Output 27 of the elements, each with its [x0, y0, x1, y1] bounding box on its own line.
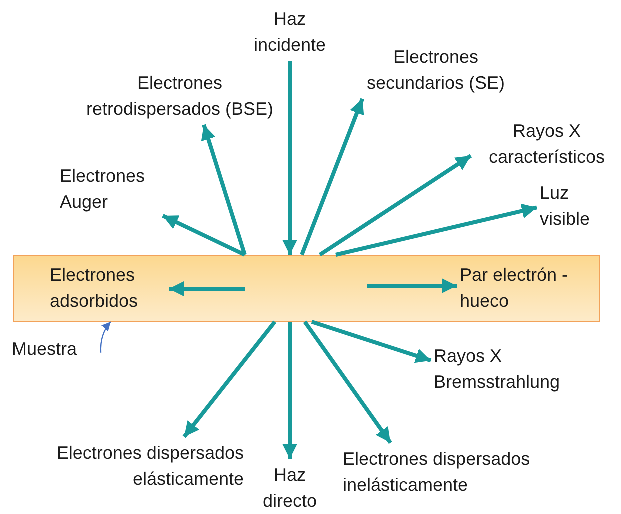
arrow	[282, 61, 298, 255]
node-label: Haz incidente	[248, 6, 332, 58]
node-label: Rayos X característicos	[474, 118, 620, 170]
node-label: Electrones dispersados elásticamente	[4, 440, 244, 492]
node-label: Rayos X Bremsstrahlung	[434, 343, 604, 395]
leader-line	[100, 322, 112, 353]
node-label: Haz directo	[262, 462, 318, 514]
node-label: Electrones secundarios (SE)	[346, 44, 526, 96]
node-label: Electrones dispersados inelásticamente	[343, 446, 583, 498]
arrow	[282, 322, 298, 459]
arrow	[318, 154, 472, 257]
arrow	[201, 124, 247, 256]
arrow	[182, 320, 277, 438]
node-label: Par electrón - hueco	[460, 262, 600, 314]
node-label: Luz visible	[540, 180, 610, 232]
arrow	[303, 320, 392, 444]
sample-bar	[13, 255, 600, 322]
arrow	[300, 98, 364, 256]
arrow	[162, 214, 246, 257]
arrow	[169, 282, 245, 296]
arrow	[367, 278, 457, 294]
arrow	[311, 320, 432, 364]
node-label: Electrones Auger	[60, 163, 160, 215]
node-label: Electrones adsorbidos	[50, 262, 166, 314]
node-label: Muestra	[12, 336, 98, 362]
arrow	[336, 204, 538, 257]
node-label: Electrones retrodispersados (BSE)	[80, 70, 280, 122]
